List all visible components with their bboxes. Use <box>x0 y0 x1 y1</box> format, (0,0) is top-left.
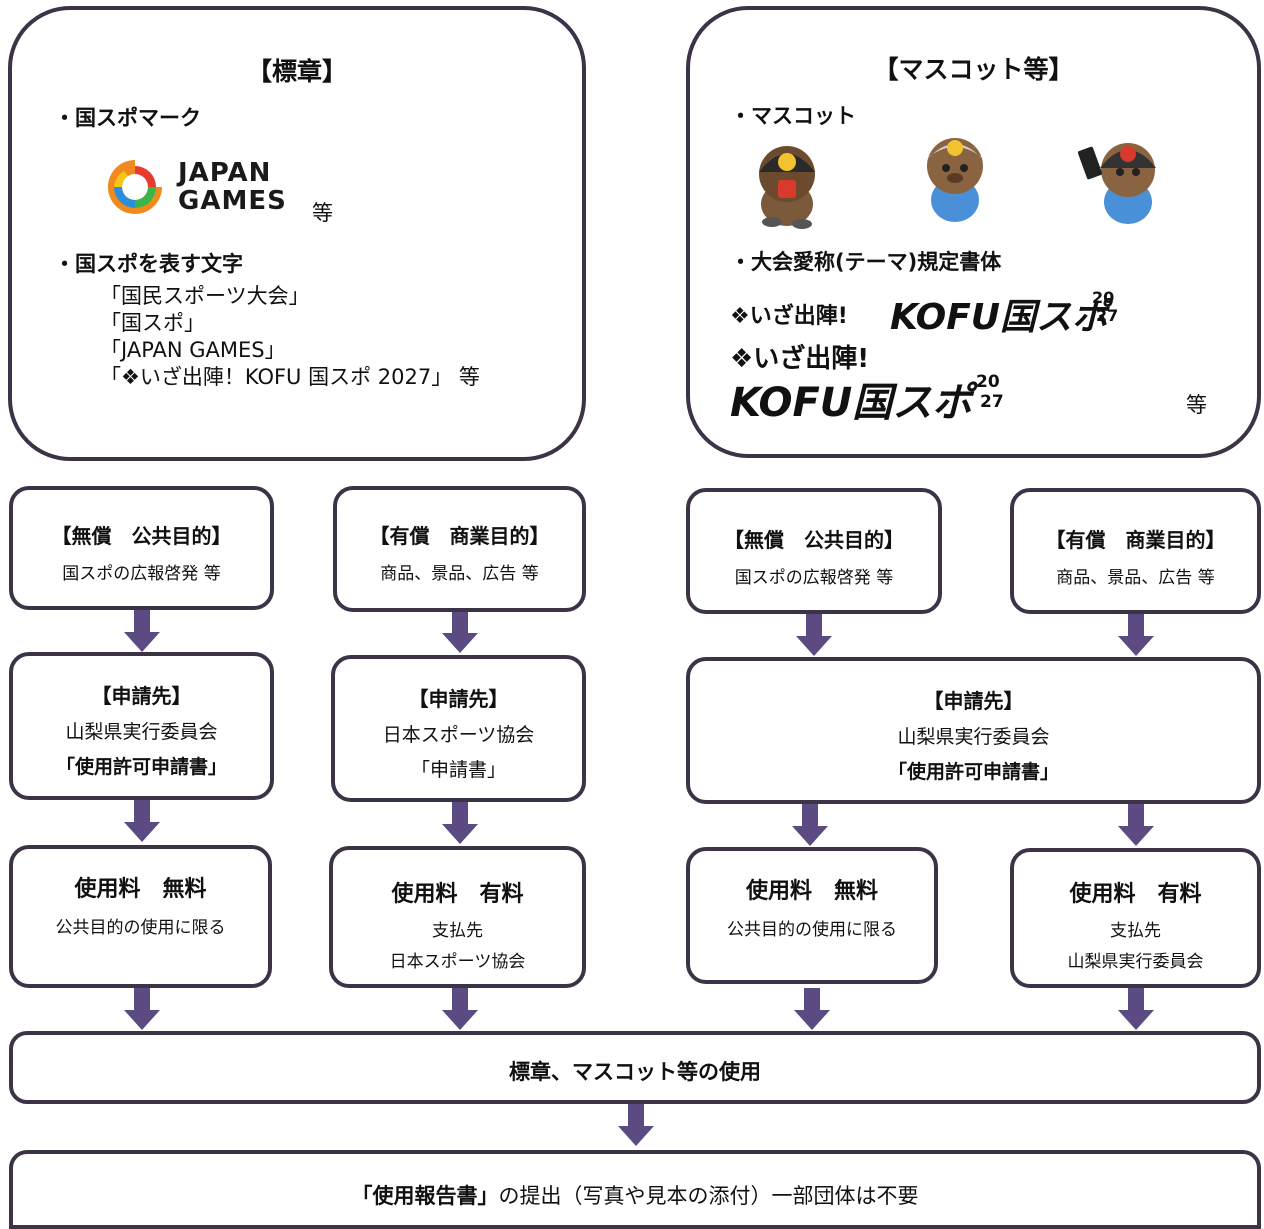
purpose-card-paid-commercial-emblem: 【有償 商業目的】 商品、景品、広告 等 <box>333 486 586 612</box>
fee-title: 使用料 無料 <box>74 877 207 902</box>
application-doc: 「使用許可申請書」 <box>887 761 1059 783</box>
arrow-p2-a2 <box>442 611 478 653</box>
purpose-card-paid-commercial-mascot: 【有償 商業目的】 商品、景品、広告 等 <box>1010 488 1261 614</box>
emblem-word-2: 「国スポ」 <box>100 311 205 335</box>
arrow-f3-usage <box>794 988 830 1030</box>
japan-games-logo: JAPAN GAMES <box>102 152 286 222</box>
application-title: 【申請先】 <box>91 684 192 708</box>
application-card-yamanashi-emblem: 【申請先】 山梨県実行委員会 「使用許可申請書」 <box>9 652 274 800</box>
emblem-word-3: 「JAPAN GAMES」 <box>100 338 286 362</box>
mascot-panel: 【マスコット等】 ・マスコット ・大会愛称(テーマ)規定書体 ❖いざ出陣! KO… <box>686 6 1261 458</box>
fee-line2: 山梨県実行委員会 <box>1067 952 1204 972</box>
report-text: の提出（写真や見本の添付）一部団体は不要 <box>498 1184 919 1208</box>
theme-logo-horizontal: ❖いざ出陣! KOFU国スポ 20 27 <box>730 286 1130 338</box>
fee-line1: 公共目的の使用に限る <box>55 918 226 938</box>
application-card-jspo: 【申請先】 日本スポーツ協会 「申請書」 <box>331 655 586 802</box>
purpose-sub: 国スポの広報啓発 等 <box>734 568 894 588</box>
application-org: 山梨県実行委員会 <box>897 726 1050 748</box>
arrow-p1-a1 <box>124 610 160 652</box>
arrow-f1-usage <box>124 988 160 1030</box>
purpose-title: 【有償 商業目的】 <box>369 524 550 548</box>
mascot-etc: 等 <box>1186 393 1207 417</box>
logo2-year-bottom: 27 <box>980 392 1004 412</box>
purpose-card-free-public-emblem: 【無償 公共目的】 国スポの広報啓発 等 <box>9 486 274 610</box>
purpose-title: 【有償 商業目的】 <box>1045 528 1226 552</box>
mascot-1-icon <box>759 146 815 229</box>
emblem-item-mark: ・国スポマーク <box>54 106 201 130</box>
application-doc: 「使用許可申請書」 <box>55 756 227 778</box>
fee-card-paid-emblem: 使用料 有料 支払先 日本スポーツ協会 <box>329 846 586 988</box>
fee-title: 使用料 有料 <box>391 882 524 907</box>
mascot-title: 【マスコット等】 <box>873 55 1074 84</box>
mascot-3-icon <box>1078 143 1156 224</box>
emblem-title: 【標章】 <box>246 57 347 86</box>
arrow-a2-f2 <box>442 802 478 844</box>
emblem-etc: 等 <box>312 201 333 225</box>
application-card-yamanashi-mascot: 【申請先】 山梨県実行委員会 「使用許可申請書」 <box>686 657 1261 804</box>
usage-box: 標章、マスコット等の使用 <box>9 1031 1261 1104</box>
arrow-a3-f4 <box>1118 804 1154 846</box>
emblem-word-1: 「国民スポーツ大会」 <box>100 284 310 308</box>
theme-logo-stacked: ❖いざ出陣! KOFU国スポ 20 27 <box>730 336 1050 426</box>
mascot-item-font: ・大会愛称(テーマ)規定書体 <box>730 250 1002 274</box>
purpose-title: 【無償 公共目的】 <box>51 524 232 548</box>
logo2-main: KOFU国スポ <box>730 380 973 426</box>
logo1-prefix: ❖いざ出陣! <box>730 304 848 329</box>
logo-text-games: GAMES <box>178 186 287 216</box>
arrow-p3-a3 <box>796 614 832 656</box>
report-label: 「使用報告書」の提出（写真や見本の添付）一部団体は不要 <box>13 1180 1257 1210</box>
fee-card-paid-mascot: 使用料 有料 支払先 山梨県実行委員会 <box>1010 848 1261 988</box>
fee-title: 使用料 有料 <box>1069 882 1202 907</box>
purpose-sub: 国スポの広報啓発 等 <box>62 564 221 584</box>
logo1-year-top: 20 <box>1092 288 1115 307</box>
arrow-a1-f1 <box>124 800 160 842</box>
fee-title: 使用料 無料 <box>745 879 878 904</box>
logo-text-japan: JAPAN <box>178 158 272 188</box>
application-title: 【申請先】 <box>923 689 1024 713</box>
report-doc-name: 「使用報告書」 <box>351 1184 499 1208</box>
application-org: 山梨県実行委員会 <box>65 721 218 743</box>
usage-label: 標章、マスコット等の使用 <box>509 1060 761 1084</box>
fee-line1: 支払先 <box>432 921 483 941</box>
japan-games-swirl-icon <box>108 160 162 214</box>
arrow-f4-usage <box>1118 988 1154 1030</box>
logo1-year-bottom: 27 <box>1096 306 1119 325</box>
arrow-a3-f3 <box>792 804 828 846</box>
purpose-title: 【無償 公共目的】 <box>724 528 904 552</box>
emblem-item-words: ・国スポを表す文字 <box>54 252 243 276</box>
emblem-word-4: 「❖いざ出陣！KOFU 国スポ 2027」 等 <box>100 365 480 389</box>
application-doc: 「申請書」 <box>410 759 506 781</box>
fee-card-free-emblem: 使用料 無料 公共目的の使用に限る <box>9 845 272 988</box>
fee-line1: 支払先 <box>1110 921 1161 941</box>
report-box: 「使用報告書」の提出（写真や見本の添付）一部団体は不要 <box>9 1150 1261 1229</box>
fee-line2: 日本スポーツ協会 <box>389 952 526 972</box>
purpose-card-free-public-mascot: 【無償 公共目的】 国スポの広報啓発 等 <box>686 488 942 614</box>
arrow-usage-report <box>618 1104 654 1146</box>
purpose-sub: 商品、景品、広告 等 <box>1056 568 1215 588</box>
logo2-prefix: ❖いざ出陣! <box>730 344 870 374</box>
mascot-2-icon <box>925 138 985 222</box>
application-org: 日本スポーツ協会 <box>382 724 535 746</box>
application-title: 【申請先】 <box>408 687 509 711</box>
logo2-year-top: 20 <box>976 372 1000 392</box>
logo1-main: KOFU国スポ <box>890 297 1109 338</box>
fee-card-free-mascot: 使用料 無料 公共目的の使用に限る <box>686 847 938 984</box>
emblem-panel: 【標章】 ・国スポマーク JAPAN GAMES 等 ・国スポを表す文字 「国民… <box>8 6 586 461</box>
arrow-f2-usage <box>442 988 478 1030</box>
mascot-item-mascot: ・マスコット <box>730 104 856 128</box>
fee-line1: 公共目的の使用に限る <box>727 920 897 940</box>
arrow-p4-a3 <box>1118 614 1154 656</box>
purpose-sub: 商品、景品、広告 等 <box>380 564 539 584</box>
